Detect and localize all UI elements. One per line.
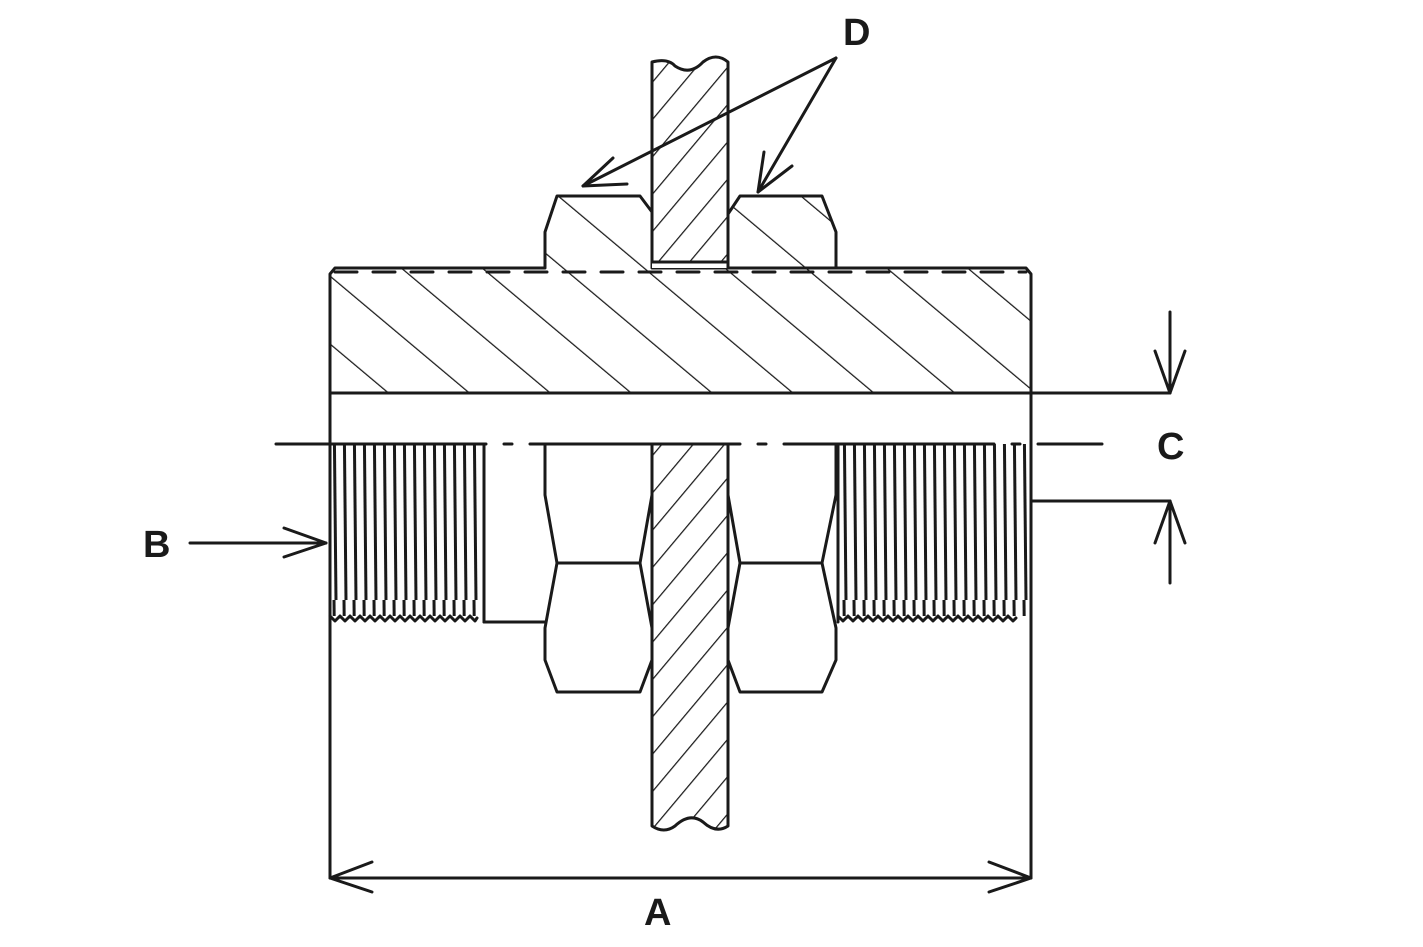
left-hex-nut <box>543 442 654 694</box>
right-hex-nut <box>726 442 838 694</box>
right-thread <box>836 442 1028 624</box>
fitting-body-section <box>328 194 1033 395</box>
left-thread <box>328 442 547 624</box>
panel-plate-upper <box>650 55 730 264</box>
label-d: D <box>843 12 871 54</box>
label-c: C <box>1157 426 1185 468</box>
right-collar-section <box>726 194 838 270</box>
label-a: A <box>644 892 672 934</box>
dimension-a <box>328 860 1033 894</box>
panel-plate-lower <box>650 442 730 832</box>
leader-d <box>581 56 838 194</box>
dimension-c <box>1029 310 1187 585</box>
leader-b <box>188 526 328 559</box>
label-b: B <box>143 524 171 566</box>
